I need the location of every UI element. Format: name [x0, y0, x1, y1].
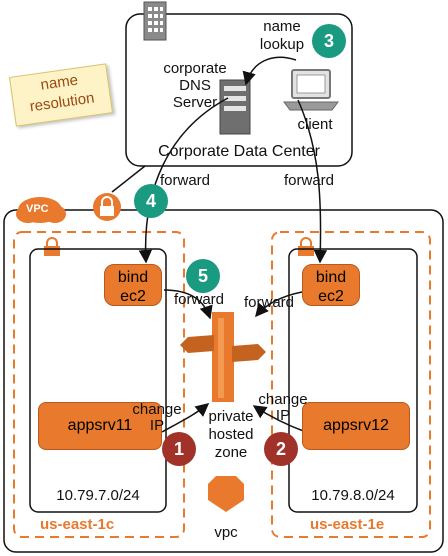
change-ip-left-label: change IP: [132, 401, 182, 434]
change-ip-right-label: change IP: [258, 391, 308, 424]
forward-az-right-label: forward: [244, 294, 295, 311]
step-2-badge: 2: [264, 432, 298, 466]
az-left-name: us-east-1c: [40, 516, 115, 533]
route53-signpost-icon: [180, 312, 266, 402]
datacenter-title: Corporate Data Center: [158, 143, 320, 160]
building-icon: [143, 1, 167, 41]
client-label: client: [297, 116, 333, 133]
vpc-label: vpc: [214, 524, 238, 541]
client-laptop-icon: [283, 69, 339, 111]
subnet-left-label: 10.79.7.0/24: [56, 487, 140, 504]
name-lookup-label: name lookup: [259, 18, 305, 53]
vpc-lock-icon: [93, 193, 121, 221]
arrow-dns-to-bind-left: [138, 97, 229, 264]
dns-server-label: corporate DNS Server: [163, 60, 227, 111]
az-left-lock-icon: [44, 237, 60, 256]
arrow-client-to-bind-right: [297, 99, 328, 264]
arrow-bind-right-to-zone: [255, 291, 303, 318]
arrow-client-to-dns: [242, 56, 297, 86]
step-3-badge: 3: [312, 24, 346, 58]
forward-left-label: forward: [160, 172, 211, 189]
dns-server-icon: [219, 79, 251, 135]
dc-vpc-connector: [111, 165, 146, 193]
arrow-app-right-to-zone: [252, 405, 307, 433]
arrow-app-left-to-zone: [161, 403, 210, 433]
az-left-border: [13, 231, 185, 538]
bind-ec2-left: bind ec2: [104, 264, 162, 306]
bind-ec2-right: bind ec2: [302, 264, 360, 306]
vpc-badge-label: VPC: [26, 203, 49, 215]
forward-right-label: forward: [284, 172, 335, 189]
appsrv12-node: appsrv12: [302, 402, 410, 450]
subnet-left-box: [29, 248, 167, 513]
forward-az-left-label: forward: [174, 291, 225, 308]
step-4-badge: 4: [134, 184, 168, 218]
subnet-right-label: 10.79.8.0/24: [311, 487, 395, 504]
step-1-badge: 1: [162, 432, 196, 466]
vpc-shield-icon: [208, 476, 244, 512]
vpc-cloud-icon: [16, 197, 66, 223]
step-5-badge: 5: [186, 259, 220, 293]
subnet-right-box: [288, 248, 418, 513]
az-right-lock-icon: [298, 237, 314, 256]
arrow-bind-left-to-zone: [163, 289, 213, 320]
appsrv11-node: appsrv11: [38, 402, 162, 450]
az-right-name: us-east-1e: [310, 516, 385, 533]
az-right-border: [271, 231, 431, 538]
private-hosted-zone-label: private hosted zone: [208, 408, 254, 461]
